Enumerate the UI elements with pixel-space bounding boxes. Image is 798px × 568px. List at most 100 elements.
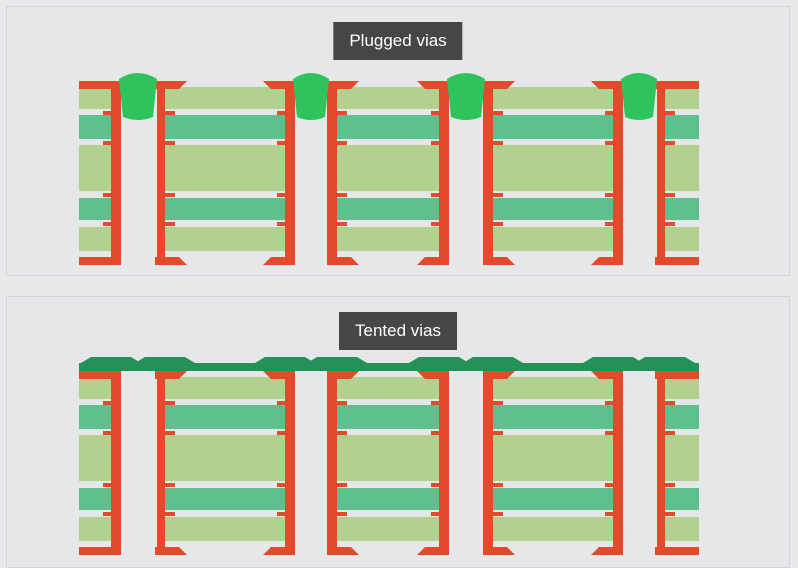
edge-top-ring — [665, 371, 699, 379]
prepreg-layer — [665, 435, 699, 481]
via-barrel-plating — [285, 371, 295, 555]
inner-copper-pad — [337, 111, 347, 115]
via-top-ring — [483, 81, 515, 89]
via-bottom-ring — [417, 547, 449, 555]
inner-copper-pad — [493, 193, 503, 197]
via-barrel-plating — [483, 81, 493, 265]
solder-mask-bump — [81, 357, 141, 363]
inner-copper-pad — [605, 512, 615, 516]
inner-copper-pad — [605, 222, 615, 226]
inner-copper-pad — [605, 111, 615, 115]
inner-copper-pad — [103, 141, 113, 145]
inner-copper-pad — [431, 193, 441, 197]
prepreg-layer — [337, 377, 439, 399]
prepreg-layer — [165, 145, 285, 191]
tented-vias-panel: Tented vias — [6, 296, 790, 568]
core-layer — [665, 405, 699, 429]
via-top-ring — [155, 81, 187, 89]
via-bottom-ring — [483, 257, 515, 265]
prepreg-layer — [337, 227, 439, 251]
via-bottom-ring — [155, 257, 187, 265]
via-barrel-plating — [439, 371, 449, 555]
inner-copper-pad — [103, 193, 113, 197]
inner-copper-pad — [165, 401, 175, 405]
prepreg-layer — [165, 227, 285, 251]
via-bottom-ring — [263, 547, 295, 555]
via-barrel-plating — [657, 81, 665, 265]
inner-copper-pad — [337, 431, 347, 435]
via-top-ring — [417, 371, 449, 379]
tented-vias-cross-section — [79, 357, 699, 555]
via-top-ring — [591, 371, 623, 379]
prepreg-layer — [165, 87, 285, 109]
inner-copper-pad — [337, 512, 347, 516]
prepreg-layer — [665, 377, 699, 399]
inner-copper-pad — [493, 431, 503, 435]
via-plug — [447, 73, 485, 120]
prepreg-layer — [493, 87, 613, 109]
plugged-vias-cross-section — [79, 73, 699, 265]
inner-copper-pad — [665, 401, 675, 405]
prepreg-layer — [493, 517, 613, 541]
inner-copper-pad — [103, 512, 113, 516]
inner-copper-pad — [277, 141, 287, 145]
inner-copper-pad — [605, 401, 615, 405]
prepreg-layer — [493, 145, 613, 191]
inner-copper-pad — [103, 111, 113, 115]
prepreg-layer — [165, 377, 285, 399]
via-bottom-ring — [417, 257, 449, 265]
core-layer — [493, 405, 613, 429]
solder-mask-bump — [635, 357, 695, 363]
edge-top-ring — [665, 81, 699, 89]
inner-copper-pad — [493, 111, 503, 115]
prepreg-layer — [79, 517, 111, 541]
inner-copper-pad — [605, 141, 615, 145]
solder-mask-bump — [409, 357, 469, 363]
prepreg-layer — [79, 87, 111, 109]
core-layer — [665, 115, 699, 139]
core-layer — [165, 405, 285, 429]
core-layer — [337, 115, 439, 139]
inner-copper-pad — [605, 193, 615, 197]
inner-copper-pad — [165, 222, 175, 226]
inner-copper-pad — [277, 401, 287, 405]
inner-copper-pad — [165, 141, 175, 145]
core-layer — [493, 488, 613, 510]
edge-bottom-ring — [79, 547, 111, 555]
via-bottom-ring — [591, 547, 623, 555]
via-top-ring — [263, 371, 295, 379]
inner-copper-pad — [431, 483, 441, 487]
prepreg-layer — [665, 517, 699, 541]
prepreg-layer — [165, 517, 285, 541]
inner-copper-pad — [277, 431, 287, 435]
inner-copper-pad — [337, 222, 347, 226]
prepreg-layer — [337, 87, 439, 109]
core-layer — [79, 488, 111, 510]
inner-copper-pad — [493, 483, 503, 487]
solder-mask-bump — [135, 357, 195, 363]
prepreg-layer — [79, 377, 111, 399]
inner-copper-pad — [277, 512, 287, 516]
via-plug — [621, 73, 657, 120]
inner-copper-pad — [665, 111, 675, 115]
inner-copper-pad — [165, 431, 175, 435]
via-barrel-plating — [285, 81, 295, 265]
prepreg-layer — [337, 517, 439, 541]
core-layer — [79, 405, 111, 429]
via-top-ring — [483, 371, 515, 379]
inner-copper-pad — [337, 141, 347, 145]
inner-copper-pad — [165, 111, 175, 115]
prepreg-layer — [493, 227, 613, 251]
inner-copper-pad — [665, 431, 675, 435]
inner-copper-pad — [665, 193, 675, 197]
via-bottom-ring — [483, 547, 515, 555]
inner-copper-pad — [165, 512, 175, 516]
inner-copper-pad — [665, 141, 675, 145]
inner-copper-pad — [493, 141, 503, 145]
core-layer — [337, 405, 439, 429]
tented-vias-label: Tented vias — [339, 312, 457, 350]
via-bottom-ring — [155, 547, 187, 555]
prepreg-layer — [337, 435, 439, 481]
inner-copper-pad — [493, 512, 503, 516]
via-barrel-plating — [157, 81, 165, 265]
